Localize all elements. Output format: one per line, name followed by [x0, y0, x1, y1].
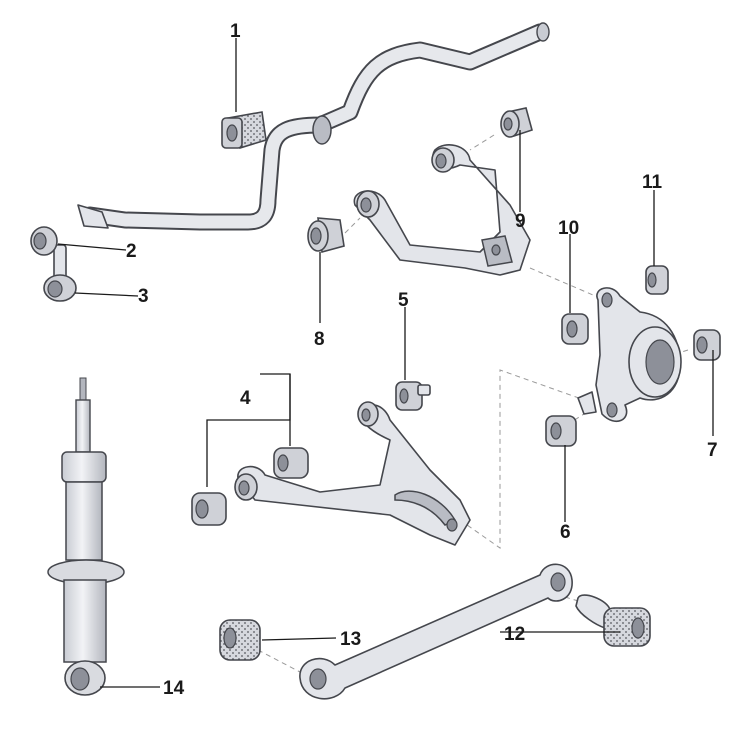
callout-13: 13 — [340, 629, 361, 650]
bushing-upper-wishbone-rear — [307, 217, 345, 254]
bushing-7 — [693, 329, 721, 361]
callout-1: 1 — [230, 21, 241, 42]
bushing-6 — [545, 391, 597, 447]
callout-6: 6 — [560, 522, 571, 543]
leader-lines — [57, 38, 714, 688]
callout-7: 7 — [707, 440, 718, 461]
bushing-10 — [561, 313, 589, 345]
shock-absorber — [47, 377, 125, 696]
bushing-13 — [219, 619, 261, 661]
lower-wishbone — [234, 401, 471, 546]
stabilizer-bushing — [221, 111, 267, 149]
wheel-bearing-housing — [595, 287, 682, 423]
bushing-11 — [645, 265, 669, 295]
bushing-upper-wishbone-front — [500, 107, 533, 138]
stabilizer-bar — [77, 22, 550, 231]
trailing-link — [299, 563, 573, 700]
callout-8: 8 — [314, 329, 325, 350]
callout-4: 4 — [240, 388, 251, 409]
callout-labels: 1 2 3 4 5 6 7 8 9 10 11 12 13 14 — [126, 21, 718, 699]
bushing-12 — [575, 594, 651, 647]
coupling-link — [30, 226, 77, 302]
callout-3: 3 — [138, 286, 149, 307]
callout-2: 2 — [126, 241, 137, 262]
callout-10: 10 — [558, 218, 579, 239]
callout-12: 12 — [504, 624, 525, 645]
bushings-lower-wishbone — [191, 447, 309, 526]
bushing-5 — [395, 381, 431, 411]
callout-11: 11 — [642, 172, 663, 193]
upper-wishbone — [353, 144, 531, 276]
callout-5: 5 — [398, 290, 409, 311]
callout-14: 14 — [163, 678, 185, 699]
callout-9: 9 — [515, 211, 526, 232]
